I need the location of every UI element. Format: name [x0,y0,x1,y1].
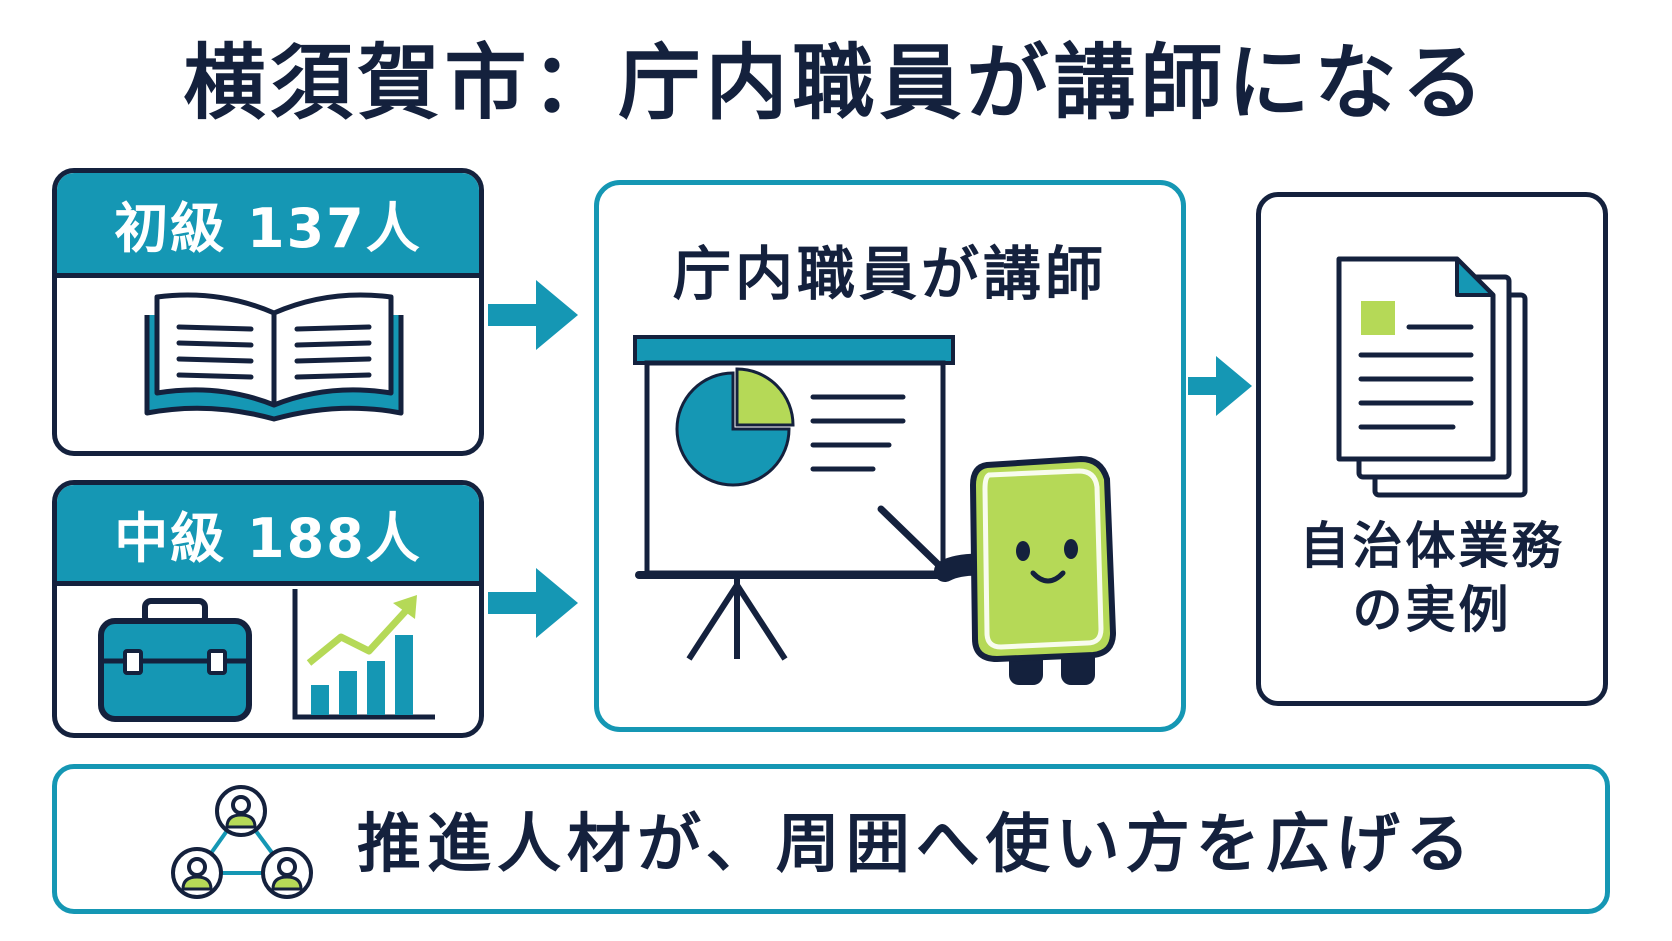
basic-level-label: 初級 137人 [57,173,479,278]
arrow-icon [488,568,578,638]
case-studies-label-line2: の実例 [1352,581,1512,639]
footer-banner: 推進人材が、周囲へ使い方を広げる [52,764,1610,914]
footer-message: 推進人材が、周囲へ使い方を広げる [357,808,1476,882]
case-studies-panel: 自治体業務 の実例 [1256,192,1608,706]
page-title: 横須賀市：庁内職員が講師になる [183,36,1489,131]
staff-instructor-panel: 庁内職員が講師 [594,180,1186,732]
mascot-character [877,456,1116,685]
presentation-board-icon [633,335,955,661]
intermediate-level-label: 中級 188人 [57,485,479,586]
growth-chart-icon [292,589,435,720]
case-studies-label-line1: 自治体業務 [1299,517,1565,575]
briefcase-icon [98,598,252,722]
people-network-icon [171,785,313,899]
arrow-icon [488,280,578,350]
staff-instructor-title: 庁内職員が講師 [672,240,1107,308]
intermediate-level-card: 中級 188人 [52,480,484,738]
open-book-icon [144,292,404,422]
basic-level-card: 初級 137人 [52,168,484,456]
arrow-icon [1188,356,1252,416]
documents-stack-icon [1336,256,1528,498]
